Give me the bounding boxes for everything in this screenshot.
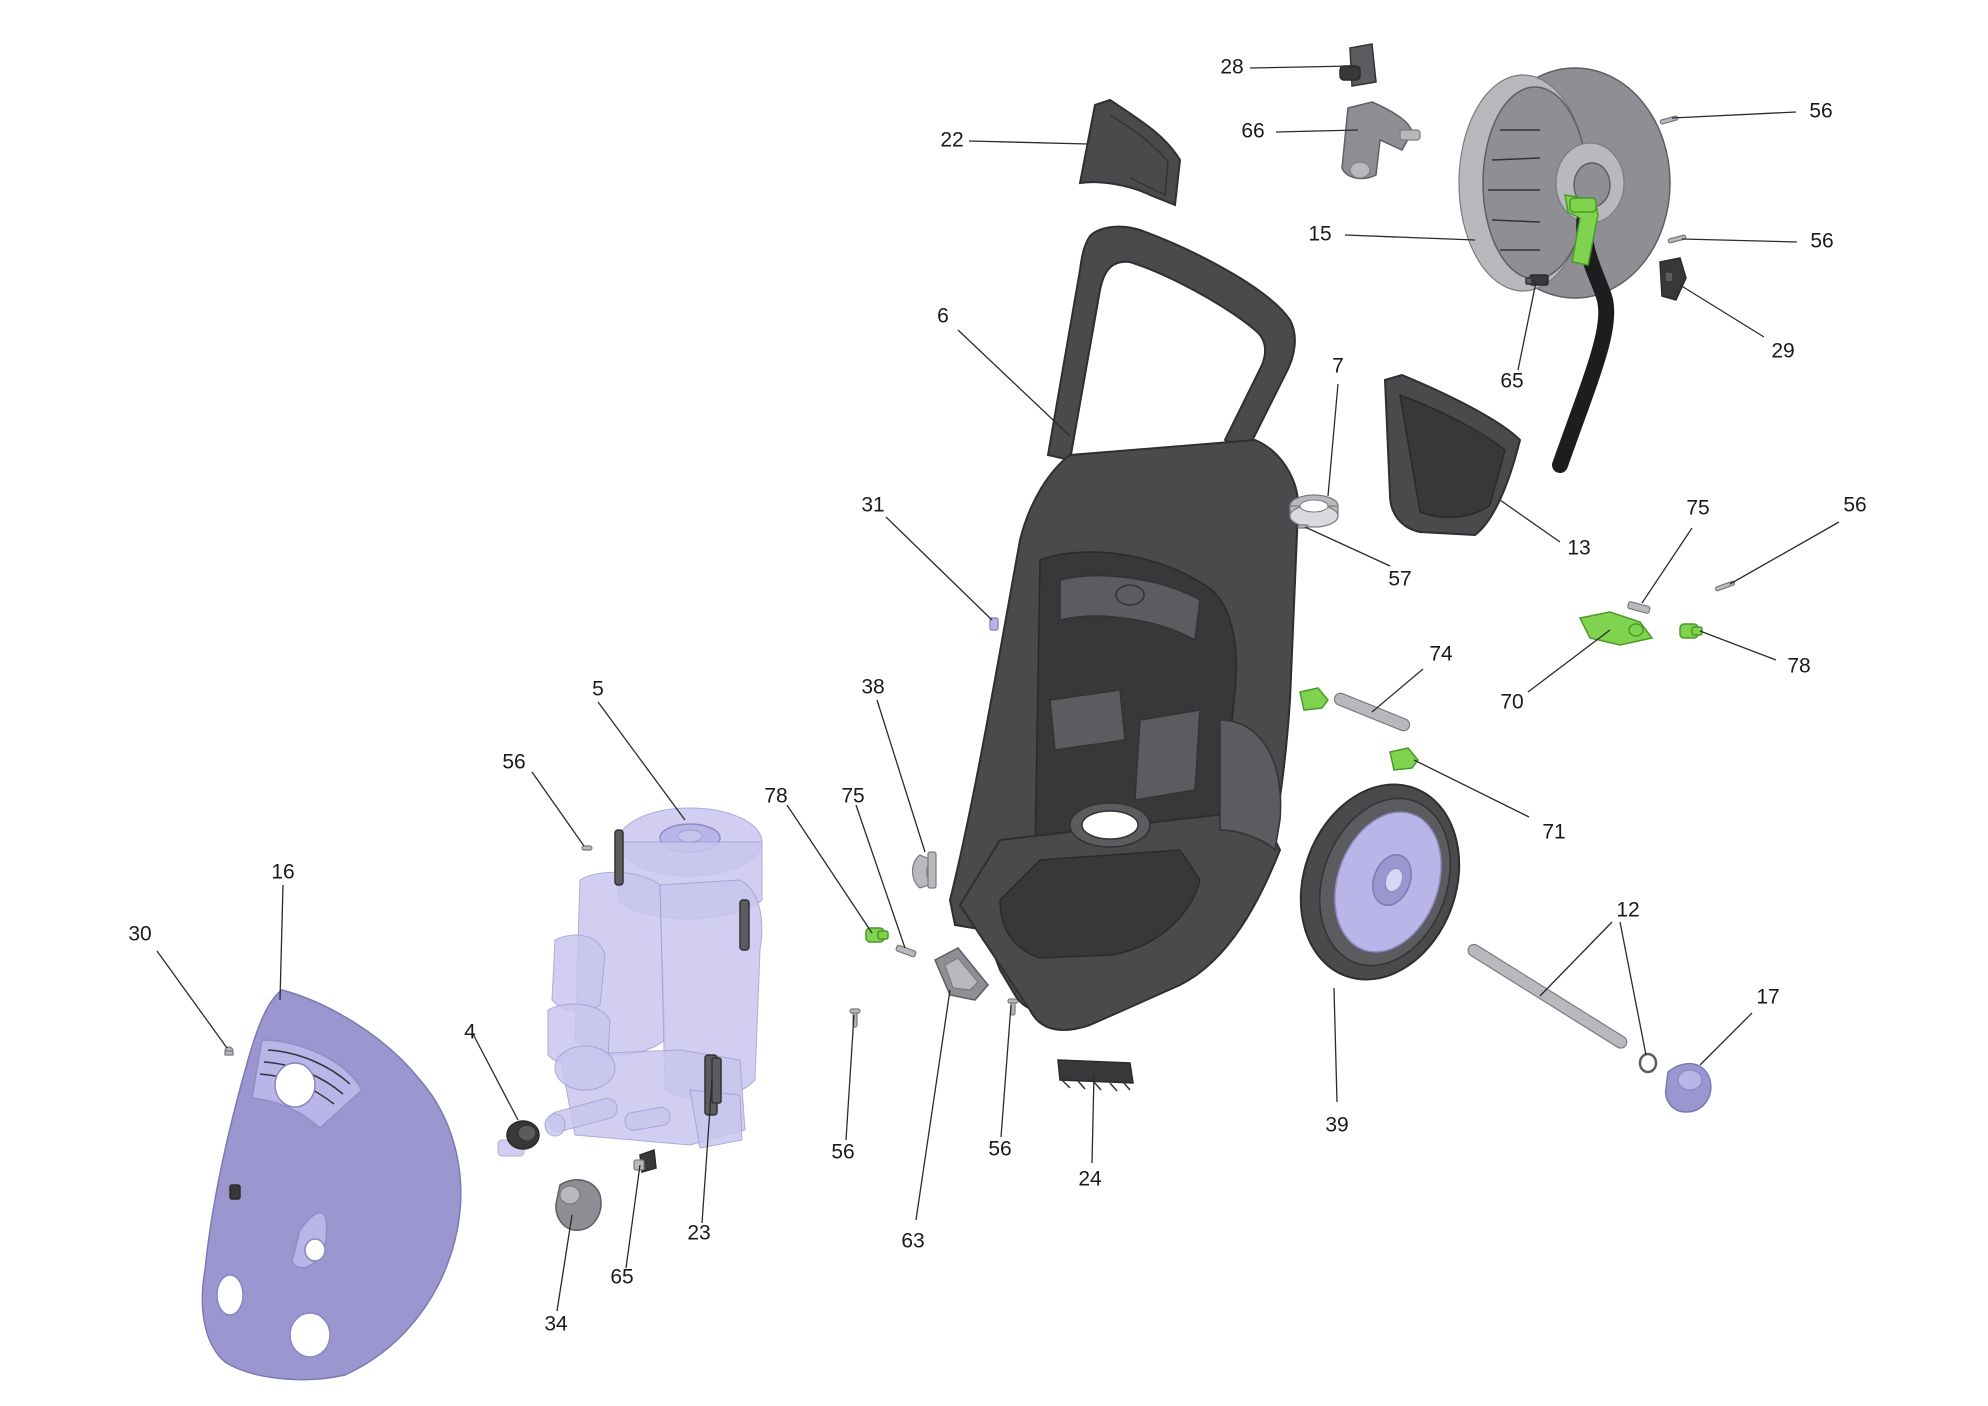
callout-labels: 30 16 4 34 65 23 56 5 78 75 38 56 63 56 … xyxy=(128,56,1866,1336)
seal-frame-part-63 xyxy=(934,947,989,1001)
callout-75-right: 75 xyxy=(1686,497,1709,520)
callout-17: 17 xyxy=(1756,986,1779,1009)
clamp-part-29 xyxy=(1659,257,1687,301)
bracket-part-23 xyxy=(711,1057,722,1104)
callout-56-top-right: 56 xyxy=(1809,100,1832,123)
callout-63: 63 xyxy=(901,1230,924,1253)
main-frame-part-6 xyxy=(948,225,1300,1031)
grille-part-24 xyxy=(1057,1059,1134,1092)
callout-56-right: 56 xyxy=(1810,230,1833,253)
rear-cover-part-13 xyxy=(1383,373,1522,537)
holder-part-66 xyxy=(1341,101,1421,180)
callout-12: 12 xyxy=(1616,899,1639,922)
cap-part-34 xyxy=(555,1179,602,1231)
hose-reel-part-15 xyxy=(1458,67,1671,299)
callout-16: 16 xyxy=(271,861,294,884)
callout-56-motor: 56 xyxy=(502,751,525,774)
callout-56-center-left: 56 xyxy=(831,1141,854,1164)
callout-23: 23 xyxy=(687,1222,710,1245)
callout-7: 7 xyxy=(1332,355,1344,378)
callout-38: 38 xyxy=(861,676,884,699)
bracket-part-70 xyxy=(1578,611,1654,646)
callout-22: 22 xyxy=(940,129,963,152)
screw-part-56-mid-right xyxy=(1714,580,1736,592)
callout-78-right: 78 xyxy=(1787,655,1810,678)
clip-part-31 xyxy=(989,617,999,631)
screw-part-56-center xyxy=(1007,998,1019,1016)
callout-65-left: 65 xyxy=(610,1266,633,1289)
callout-65-reel: 65 xyxy=(1500,370,1523,393)
callout-31: 31 xyxy=(861,494,884,517)
callout-71: 71 xyxy=(1542,821,1565,844)
callout-78-left: 78 xyxy=(764,785,787,808)
hose-part-15 xyxy=(1552,194,1615,473)
coupling-part-78-right xyxy=(1679,623,1703,639)
callout-6: 6 xyxy=(937,305,949,328)
spring-clip-part-38 xyxy=(911,851,937,889)
callout-15: 15 xyxy=(1308,223,1331,246)
screw-part-30 xyxy=(224,1046,234,1056)
rear-axle-part-12 xyxy=(1467,943,1658,1074)
callout-34: 34 xyxy=(544,1313,568,1336)
wheel-part-39 xyxy=(1299,783,1461,981)
screw-part-56-right xyxy=(1667,234,1687,244)
callout-56-center: 56 xyxy=(988,1138,1011,1161)
wheel-cap-part-17 xyxy=(1664,1062,1712,1113)
callout-57: 57 xyxy=(1388,568,1411,591)
handle-cover-part-22 xyxy=(1078,98,1182,207)
clip-part-75-left xyxy=(895,944,917,958)
callout-56-mid-right: 56 xyxy=(1843,494,1866,517)
front-cover-part-16 xyxy=(201,989,462,1381)
callout-29: 29 xyxy=(1771,340,1794,363)
knob-part-4 xyxy=(497,1120,540,1157)
callout-28: 28 xyxy=(1220,56,1243,79)
callout-24: 24 xyxy=(1078,1168,1102,1191)
clip-part-71-upper xyxy=(1299,687,1329,711)
screw-part-56-motor xyxy=(581,845,593,851)
callout-74: 74 xyxy=(1429,643,1453,666)
screw-part-56-top-right xyxy=(1659,115,1679,125)
callout-13: 13 xyxy=(1567,537,1590,560)
clip-part-65-reel xyxy=(1525,274,1549,286)
callout-30: 30 xyxy=(128,923,151,946)
hook-part-28 xyxy=(1339,43,1377,87)
callout-70: 70 xyxy=(1500,691,1523,714)
ring-part-7 xyxy=(1289,494,1339,528)
clip-part-71 xyxy=(1389,747,1419,771)
leader-lines xyxy=(156,65,1840,1312)
callout-4: 4 xyxy=(464,1021,476,1044)
motor-pump-unit-part-5 xyxy=(544,807,763,1149)
callout-39: 39 xyxy=(1325,1114,1348,1137)
screw-part-56-center-left xyxy=(849,1008,861,1028)
clip-part-75-right xyxy=(1627,601,1651,614)
clip-part-65-left xyxy=(633,1148,657,1173)
callout-5: 5 xyxy=(592,678,604,701)
callout-75-left: 75 xyxy=(841,785,864,808)
callout-66: 66 xyxy=(1241,120,1264,143)
